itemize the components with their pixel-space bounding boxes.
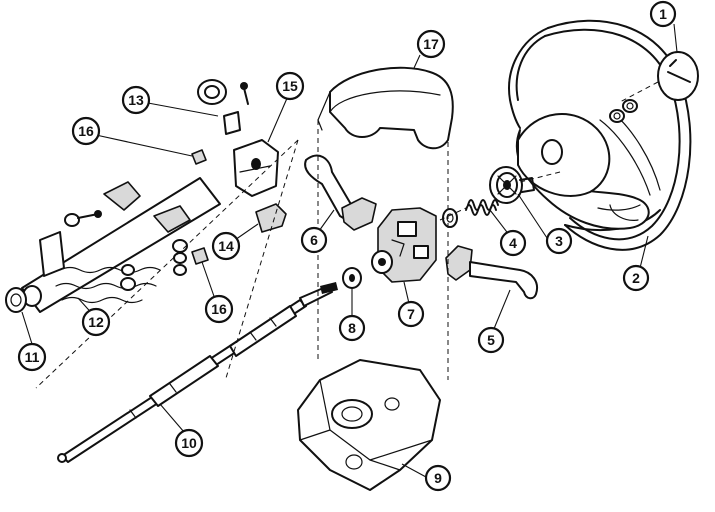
- callout-16-lower: 16: [204, 294, 234, 324]
- spring: [442, 199, 499, 228]
- callout-label: 10: [181, 435, 197, 451]
- callout-label: 16: [78, 123, 94, 139]
- callout-11: 11: [17, 342, 47, 372]
- callout-10: 10: [174, 428, 204, 458]
- callout-3: 3: [545, 227, 573, 255]
- left-stalk-switch: [304, 154, 377, 231]
- callout-label: 8: [348, 320, 356, 336]
- callout-label: 11: [25, 349, 40, 365]
- callout-label: 4: [509, 235, 517, 251]
- callout-9: 9: [424, 464, 452, 492]
- callout-13: 13: [121, 85, 151, 115]
- lock-housing: [233, 139, 279, 197]
- callout-4: 4: [499, 229, 527, 257]
- callout-12: 12: [81, 307, 111, 337]
- callout-1: 1: [649, 0, 677, 28]
- right-stalk-switch: [445, 245, 538, 300]
- jacket-fasteners: [64, 210, 188, 291]
- callout-8: 8: [338, 314, 366, 342]
- callout-5: 5: [477, 326, 505, 354]
- ignition-switch-housing: [371, 207, 437, 283]
- column-jacket: [21, 177, 221, 313]
- callout-label: 16: [211, 301, 227, 317]
- column-bush-ring: [5, 287, 27, 313]
- lower-column-cover: [297, 359, 441, 491]
- wheel-nut: [609, 99, 638, 123]
- callout-label: 3: [555, 233, 563, 249]
- callout-7: 7: [397, 300, 425, 328]
- callout-label: 6: [310, 232, 318, 248]
- callout-label: 5: [487, 332, 495, 348]
- callout-6: 6: [300, 226, 328, 254]
- callout-label: 7: [407, 306, 415, 322]
- bushing: [342, 267, 362, 289]
- callout-label: 9: [434, 470, 442, 486]
- canceling-ring-hub: [489, 166, 535, 204]
- callout-16-upper: 16: [71, 116, 101, 146]
- steering-shaft: [57, 282, 338, 463]
- callout-2: 2: [622, 264, 650, 292]
- callout-label: 17: [423, 36, 439, 52]
- callout-label: 12: [88, 314, 104, 330]
- callout-label: 1: [659, 6, 667, 22]
- upper-column-cover: [317, 66, 454, 150]
- callout-label: 13: [128, 92, 144, 108]
- callout-17: 17: [416, 29, 446, 59]
- retaining-clip-lower: [191, 247, 209, 265]
- retaining-clip-upper: [191, 149, 207, 165]
- switch-bracket: [255, 203, 287, 233]
- horn-pad: [619, 51, 699, 103]
- lock-cylinder: [197, 79, 249, 135]
- callout-14: 14: [211, 231, 241, 261]
- callout-label: 2: [632, 270, 640, 286]
- callout-15: 15: [275, 71, 305, 101]
- callout-label: 14: [218, 238, 234, 254]
- callout-label: 15: [282, 78, 298, 94]
- steering-wheel: [508, 19, 692, 251]
